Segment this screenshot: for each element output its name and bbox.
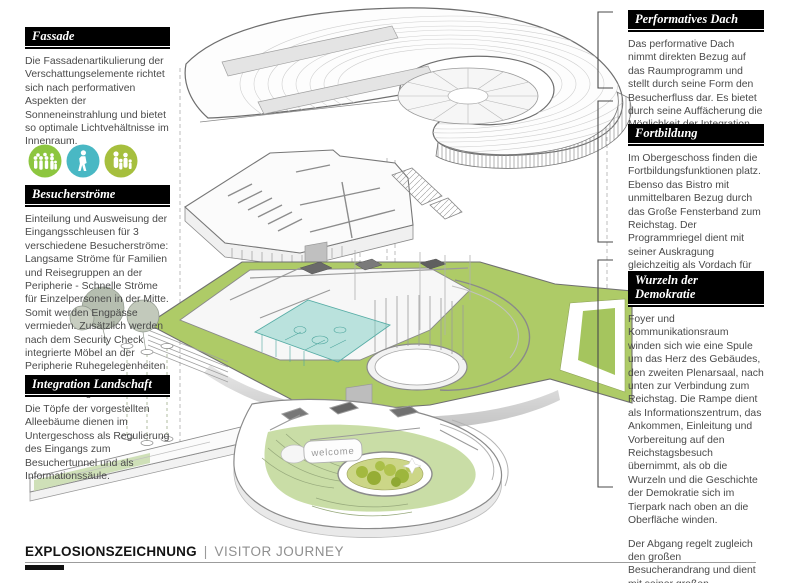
upper-floor-plate [184,149,414,254]
annotation-brackets [597,11,613,488]
family-icon [104,144,138,178]
besucherstroeme-header: Besucherströme [25,185,170,205]
bracket-fortbildung [597,100,613,243]
landscape-inner-green [578,308,615,375]
roof-funnel-lines [398,68,538,124]
upper-floor-walls [227,164,396,239]
welcome-sign-label: welcome [310,446,355,459]
roof-fascia-hatch [435,91,632,169]
upper-floor-ramp [429,197,463,220]
families-group-icon [28,144,62,178]
fassade-section: Fassade Die Fassadenartikulierung der Ve… [25,27,170,149]
wurzeln-der-demokratie-section: Wurzeln der Demokratie Foyer und Kommuni… [628,271,764,583]
wurzeln-der-demokratie-text-1: Foyer und Kommunikationsraum winden sich… [628,314,764,527]
besucherstroeme-text: Einteilung und Ausweisung der Eingangssc… [25,214,169,399]
spiral-wall [439,279,531,391]
basement-walls [269,401,479,451]
tall-posts [354,250,471,335]
integration-landschaft-header: Integration Landschaft [25,375,170,395]
page-title: EXPLOSIONSZEICHNUNG | VISITOR JOURNEY [25,544,344,559]
upper-floor-ramp [391,167,443,206]
ground-roof-patches [299,258,447,275]
integration-landschaft-section: Integration Landschaft Die Töpfe der vor… [25,375,170,483]
footer-rule [25,562,756,563]
roof-louver-strip [221,25,399,77]
single-visitor-icon [66,144,100,178]
tunnel-green-strip [34,453,150,491]
integration-landschaft-text: Die Töpfe der vorgestellten Alleebäume d… [25,404,170,483]
fortbildung-text: Im Obergeschoss finden die Fortbildungsf… [628,153,761,285]
court-star-sculpture [402,457,422,475]
bracket-wurzeln [597,259,613,488]
fortbildung-header: Fortbildung [628,124,764,144]
fassade-header: Fassade [25,27,170,47]
upper-floor-level [184,149,463,287]
bracket-performatives-dach [597,11,613,89]
wurzeln-der-demokratie-header: Wurzeln der Demokratie [628,271,764,305]
fortbildung-section: Fortbildung Im Obergeschoss finden die F… [628,124,764,286]
visitor-type-icons [28,144,138,178]
footer-accent-bar [25,565,64,570]
fassade-text: Die Fassadenartikulierung der Verschattu… [25,56,169,148]
basement-level: welcome [29,398,509,538]
roof-level [184,7,632,169]
security-check-glass [253,299,392,363]
welcome-pavilion: welcome [280,438,363,464]
wurzeln-der-demokratie-text-2: Der Abgang regelt zugleich den großen Be… [628,538,756,583]
performatives-dach-header: Performatives Dach [628,10,764,30]
ground-walls [229,267,469,319]
entry-trees [69,286,160,353]
page-title-separator: | [203,544,208,559]
besucherstroeme-section: Besucherströme Einteilung und Ausweisung… [25,185,170,401]
ramp-arcs [439,419,509,487]
page-title-bold: EXPLOSIONSZEICHNUNG [25,544,197,559]
glass-interior-sketch [261,326,347,366]
page-title-light: VISITOR JOURNEY [214,544,344,559]
